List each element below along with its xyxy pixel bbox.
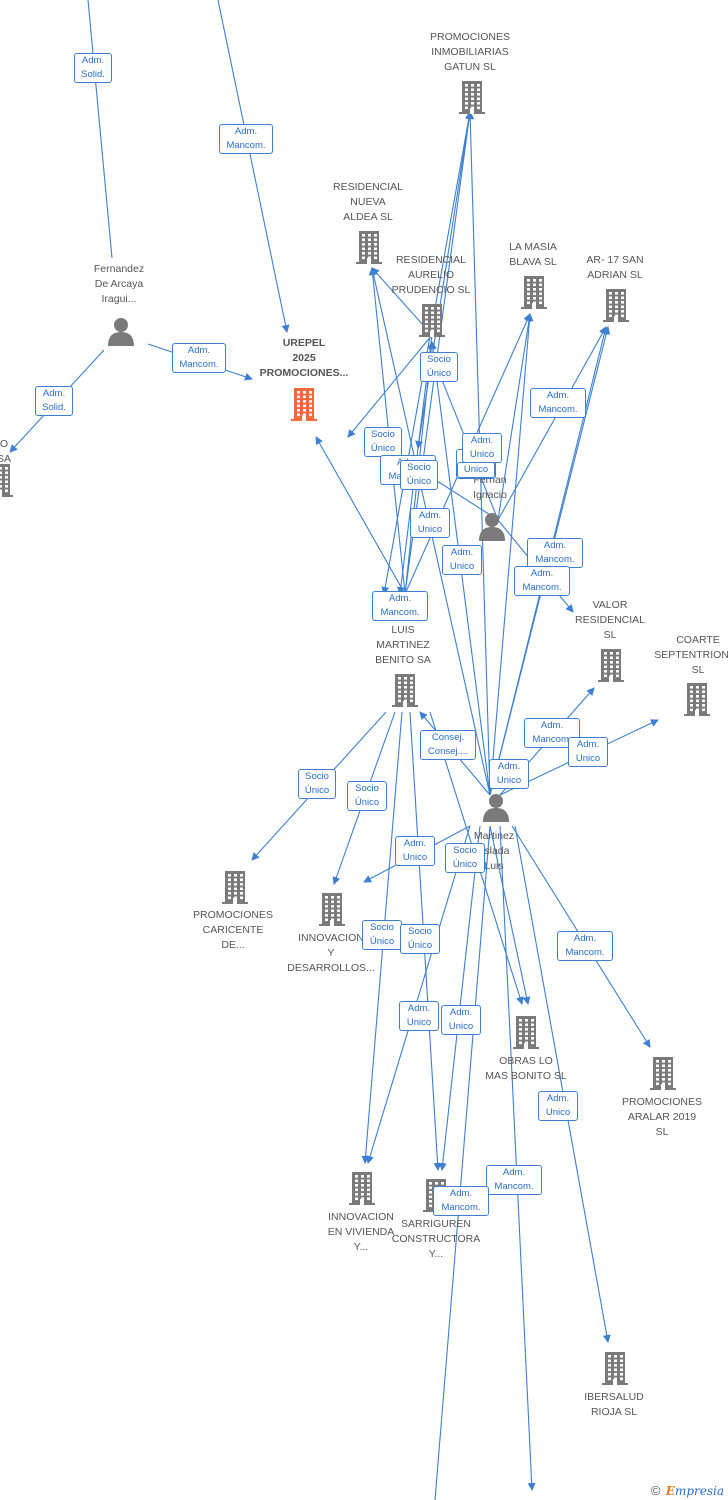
company-name-label[interactable]: O SA (0, 438, 12, 465)
relationship-edge (217, 0, 290, 333)
relationship-label[interactable]: Adm. Unico (489, 759, 529, 789)
relationship-label[interactable]: Adm. Unico (410, 508, 450, 538)
building-icon[interactable] (603, 288, 629, 327)
relationship-edge (87, 0, 113, 259)
relationship-label[interactable]: Adm. Unico (568, 737, 608, 767)
company-name-label[interactable]: LUIS MARTINEZ BENITO SA (375, 624, 431, 666)
building-icon[interactable] (289, 387, 319, 426)
relationship-label[interactable]: Unico (457, 462, 495, 478)
relationship-label[interactable]: Adm. Unico (399, 1001, 439, 1031)
relationship-edge (489, 313, 534, 796)
building-icon[interactable] (602, 1351, 628, 1390)
person-icon[interactable] (477, 511, 507, 546)
company-name-label[interactable]: RESIDENCIAL NUEVA ALDEA SL (332, 181, 404, 223)
person-name-label[interactable]: Fernandez De Arcaya Iragui... (93, 263, 145, 305)
building-icon[interactable] (684, 682, 710, 721)
relationship-edge (315, 436, 406, 595)
relationship-label[interactable]: Adm. Solid. (35, 386, 73, 416)
relationship-label[interactable]: Adm. Unico (395, 836, 435, 866)
building-icon[interactable] (319, 892, 345, 931)
relationship-edge (438, 825, 481, 1171)
relationship-label[interactable]: Consej. Consej.... (420, 730, 476, 760)
relationship-label[interactable]: Adm. Mancom. (219, 124, 273, 154)
relationship-label[interactable]: Adm. Unico (442, 545, 482, 575)
relationship-label[interactable]: Adm. Mancom. (514, 566, 570, 596)
building-icon[interactable] (598, 648, 624, 687)
company-name-label[interactable]: SARRIGUREN CONSTRUCTORA Y... (391, 1218, 481, 1260)
empresia-footer[interactable]: © Empresia (651, 1483, 724, 1498)
building-icon[interactable] (349, 1171, 375, 1210)
relationship-label[interactable]: Adm. Mancom. (524, 718, 580, 748)
company-name-label[interactable]: UREPEL 2025 PROMOCIONES... (259, 337, 349, 379)
building-icon[interactable] (650, 1056, 676, 1095)
relationship-label[interactable]: Socio Único (298, 769, 336, 799)
relationship-edge (489, 825, 531, 1005)
relationship-label[interactable]: Adm. Mancom. (530, 388, 586, 418)
copyright-symbol: © (650, 1483, 661, 1498)
company-name-label[interactable]: AR- 17 SAN ADRIAN SL (586, 254, 644, 281)
relationship-label[interactable]: Adm. Solid. (74, 53, 112, 83)
relationship-label[interactable]: Adm. Mancom. (372, 591, 428, 621)
person-icon[interactable] (481, 792, 511, 827)
relationship-edge (514, 825, 611, 1343)
relationship-label[interactable]: Adm. Unico (441, 1005, 481, 1035)
company-name-label[interactable]: INNOVACION Y DESARROLLOS... (287, 932, 375, 974)
relationship-edge (497, 313, 533, 521)
relationship-label[interactable]: Adm. Mancom. (433, 1186, 489, 1216)
relationship-edge (366, 825, 471, 1164)
company-name-label[interactable]: PROMOCIONES INMOBILIARIAS GATUN SL (430, 31, 510, 73)
company-name-label[interactable]: IBERSALUD RIOJA SL (584, 1391, 644, 1418)
empresia-logo: Empresia (665, 1484, 724, 1498)
company-name-label[interactable]: LA MASIA BLAVA SL (509, 241, 557, 268)
relationship-label[interactable]: Adm. Mancom. (486, 1165, 542, 1195)
company-name-label[interactable]: OBRAS LO MAS BONITO SL (485, 1055, 567, 1082)
relationship-label[interactable]: Adm. Unico (538, 1091, 578, 1121)
building-icon[interactable] (0, 463, 13, 502)
company-name-label[interactable]: INNOVACION EN VIVIENDA Y... (327, 1211, 395, 1253)
relationship-edge (347, 334, 433, 438)
relationship-label[interactable]: Socio Único (347, 781, 387, 811)
company-name-label[interactable]: PROMOCIONES CARICENTE DE... (193, 909, 273, 951)
relationship-edges (9, 0, 659, 1500)
relationship-label[interactable]: Socio Único (400, 924, 440, 954)
relationship-label[interactable]: Adm. Unico (462, 433, 502, 463)
relationship-label[interactable]: Adm. Mancom. (527, 538, 583, 568)
building-icon[interactable] (459, 80, 485, 119)
relationship-label[interactable]: Socio Único (445, 843, 485, 873)
relationship-label[interactable]: Adm. Mancom. (557, 931, 613, 961)
person-name-label[interactable]: Martinez oslada Luis (473, 830, 515, 872)
relationship-edge (434, 825, 491, 1500)
relationship-label[interactable]: Socio Único (364, 427, 402, 457)
building-icon[interactable] (419, 303, 445, 342)
company-name-label[interactable]: COARTE SEPTENTRIONAL SL (654, 634, 728, 676)
building-icon[interactable] (356, 230, 382, 269)
relationship-label[interactable]: Adm. Mancom. (172, 343, 226, 373)
building-icon[interactable] (521, 275, 547, 314)
building-icon[interactable] (513, 1015, 539, 1054)
relationship-label[interactable]: Socio Único (362, 920, 402, 950)
company-name-label[interactable]: VALOR RESIDENCIAL SL (574, 599, 646, 641)
person-icon[interactable] (106, 316, 136, 351)
relationship-label[interactable]: Socio Único (420, 352, 458, 382)
relationship-edge (497, 326, 607, 521)
relationship-label[interactable]: Socio Único (400, 460, 438, 490)
building-icon[interactable] (222, 870, 248, 909)
company-name-label[interactable]: RESIDENCIAL AURELIO PRUDENCIO SL (391, 254, 471, 296)
company-name-label[interactable]: PROMOCIONES ARALAR 2019 SL (622, 1096, 702, 1138)
building-icon[interactable] (392, 673, 418, 712)
relationship-edge (499, 825, 536, 1491)
